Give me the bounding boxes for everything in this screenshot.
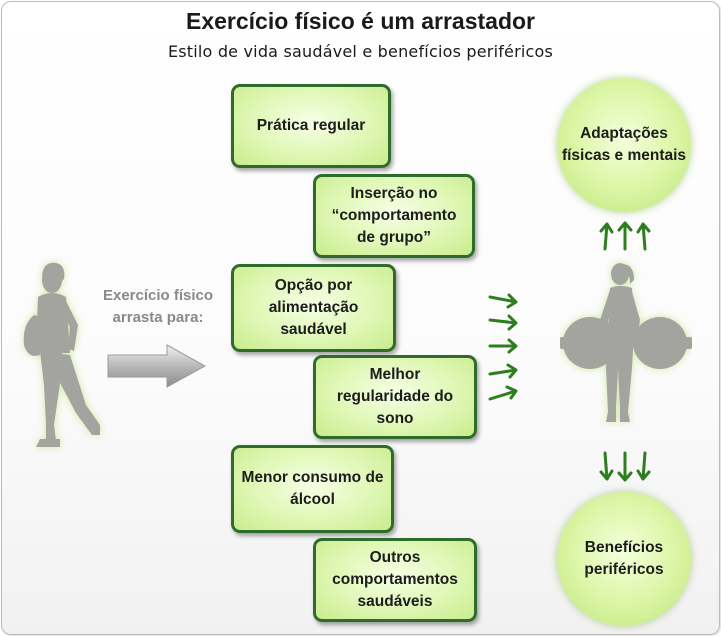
box-insercao-grupo: Inserção no “comportamento de grupo” <box>313 174 475 258</box>
box-menor-alcool: Menor consumo de álcool <box>231 445 394 533</box>
box-outros-comportamentos: Outros comportamentos saudáveis <box>313 538 477 622</box>
walking-person-icon <box>23 262 100 447</box>
up-arrows-icon <box>599 221 651 251</box>
box-pratica-regular: Prática regular <box>231 84 391 168</box>
box-melhor-sono: Melhor regularidade do sono <box>313 355 477 439</box>
diagram-subtitle: Estilo de vida saudável e benefícios per… <box>167 42 554 61</box>
down-arrows-icon <box>599 451 651 482</box>
side-label: Exercício físico arrasta para: <box>102 287 214 326</box>
weightlifter-icon <box>560 263 692 422</box>
right-arrows-icon <box>488 293 518 401</box>
box-opcao-alimentacao: Opção por alimentação saudável <box>231 264 396 352</box>
circle-adaptacoes: Adaptações físicas e mentais <box>557 78 691 212</box>
circle-beneficios: Benefícios periféricos <box>557 492 691 626</box>
block-arrow-icon <box>107 344 207 388</box>
diagram-title: Exercício físico é um arrastador <box>186 8 535 34</box>
